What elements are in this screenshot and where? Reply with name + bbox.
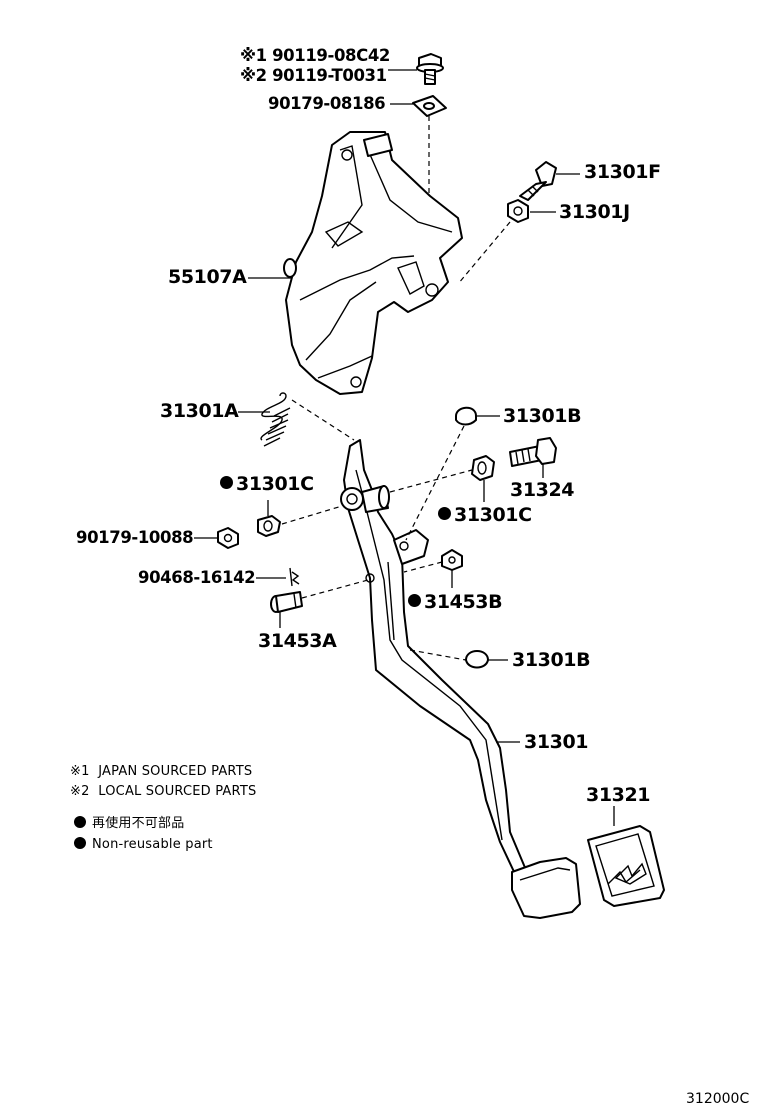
pin-31453A: [270, 591, 303, 613]
mark-2: ※2: [240, 66, 267, 85]
note-text: JAPAN SOURCED PARTS: [98, 764, 253, 779]
nut-90179-10088: [217, 527, 239, 549]
stopper-31301B-mid: [465, 650, 489, 669]
label-bolt-90119-jp: ※1 90119-08C42: [240, 46, 390, 65]
mark-1: ※1: [240, 46, 267, 65]
label-nut-90179-10088: 90179-10088: [76, 528, 194, 547]
label-stopper-mid: 31301B: [512, 649, 591, 671]
non-reusable-dot: [408, 594, 421, 607]
bushing-31301C-left: [257, 515, 281, 537]
note-text: Non-reusable part: [92, 837, 213, 852]
label-pedal-arm: 31301: [524, 731, 589, 753]
mark-2: ※2: [70, 784, 90, 799]
note-non-reusable-jp: 再使用不可部品: [74, 816, 184, 830]
label-bushing-left: 31301C: [220, 475, 314, 494]
label-stopper-top: 31301B: [503, 405, 582, 427]
label-nut-31301J: 31301J: [559, 201, 630, 223]
part-number: 31301C: [454, 504, 532, 526]
nut-31453B: [441, 549, 463, 571]
non-reusable-dot: [220, 476, 233, 489]
clip-90468-16142: [289, 567, 300, 587]
part-number: 31301C: [236, 473, 314, 495]
pedal-bracket-55107A: [283, 131, 463, 395]
label-bolt-31324: 31324: [510, 479, 575, 501]
part-number: 90119-08C42: [272, 46, 390, 65]
non-reusable-dot: [438, 507, 451, 520]
non-reusable-dot: [74, 816, 86, 828]
part-number: 90119-T0031: [272, 66, 387, 85]
non-reusable-dot: [74, 837, 86, 849]
label-bolt-31301F: 31301F: [584, 161, 661, 183]
bushing-31301C-right: [471, 455, 495, 481]
pedal-arm-31301: [340, 439, 527, 877]
note-text: 再使用不可部品: [92, 816, 185, 831]
label-bolt-90119-local: ※2 90119-T0031: [240, 66, 387, 85]
label-nut-31453B: 31453B: [408, 591, 503, 613]
label-spring: 31301A: [160, 400, 239, 422]
note-text: LOCAL SOURCED PARTS: [98, 784, 257, 799]
label-pin-31453A: 31453A: [258, 630, 337, 652]
label-pedal-pad: 31321: [586, 784, 651, 806]
mark-1: ※1: [70, 764, 90, 779]
pedal-pad-installed: [511, 857, 581, 919]
pedal-pad-31321: [587, 825, 665, 907]
label-bracket: 55107A: [168, 266, 247, 288]
return-spring-31301A: [260, 392, 291, 447]
label-bushing-right: 31301C: [438, 506, 532, 525]
label-clip: 90468-16142: [138, 568, 256, 587]
label-nut-plate: 90179-08186: [268, 94, 386, 113]
diagram-code: 312000C: [686, 1091, 750, 1107]
bolt-31301F: [519, 161, 557, 201]
note-japan-sourced: ※1 JAPAN SOURCED PARTS: [70, 765, 252, 778]
pivot-bolt-31324: [509, 437, 557, 467]
note-non-reusable-en: Non-reusable part: [74, 837, 213, 851]
bolt-90119: [416, 53, 444, 85]
stopper-31301B-top: [455, 406, 477, 426]
nut-31301J: [507, 199, 529, 223]
note-local-sourced: ※2 LOCAL SOURCED PARTS: [70, 785, 256, 798]
part-number: 31453B: [424, 591, 503, 613]
nut-plate-90179-08186: [412, 95, 447, 117]
